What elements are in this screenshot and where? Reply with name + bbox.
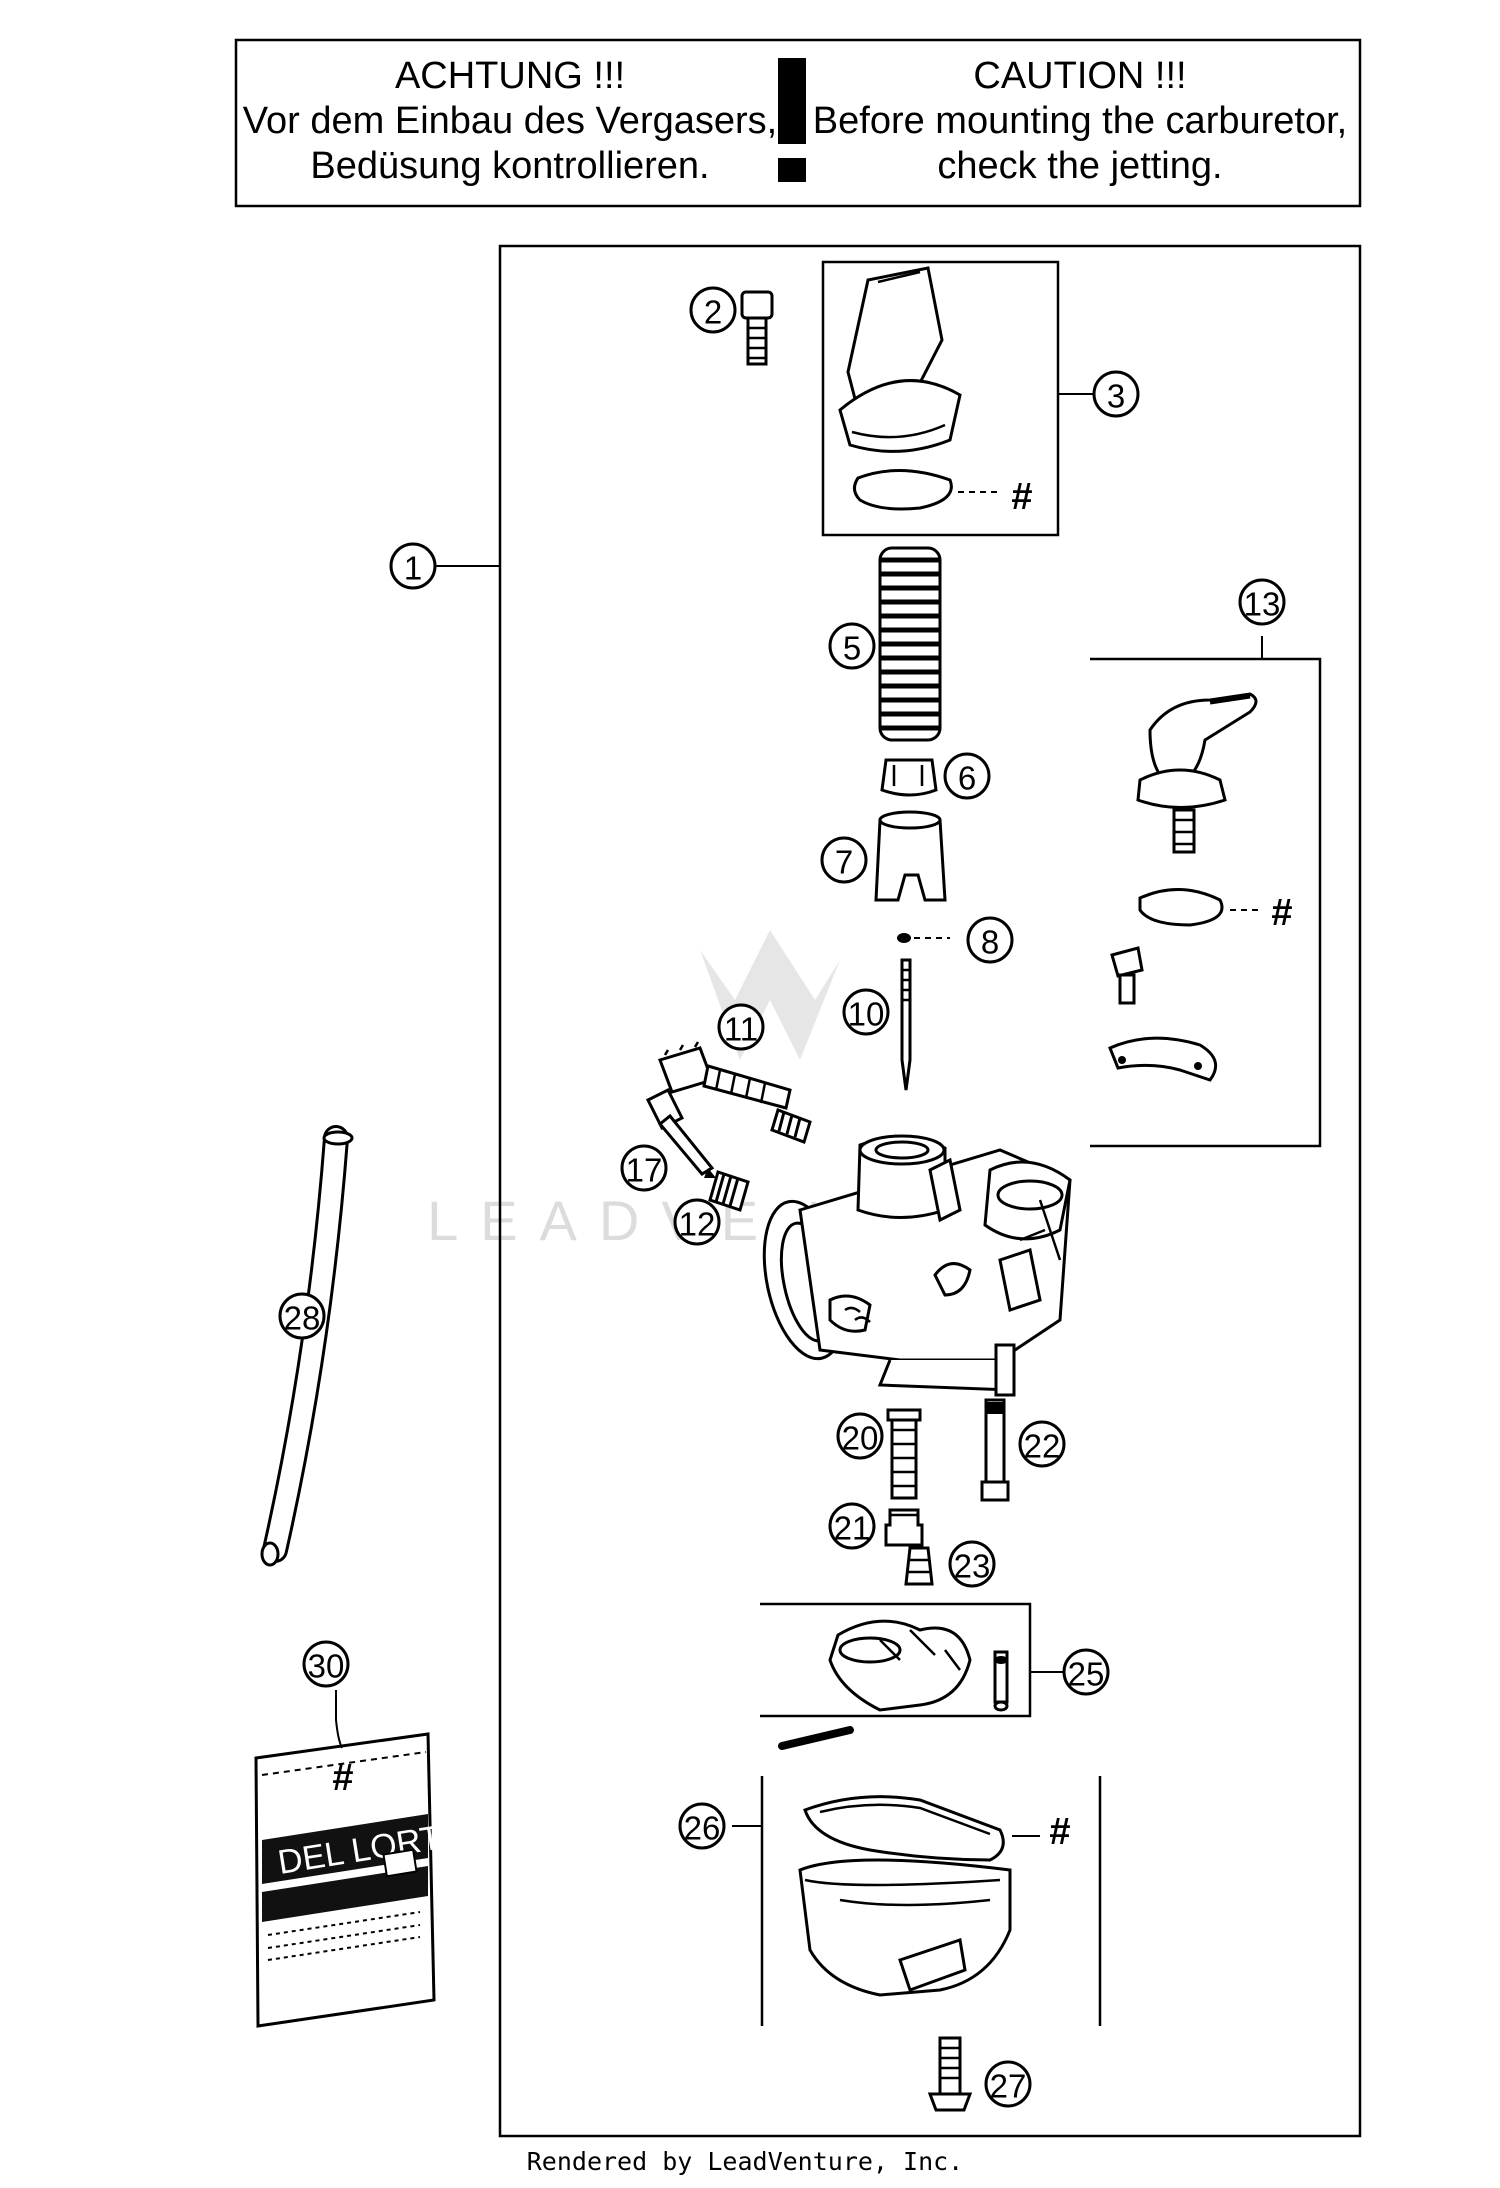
callout-28: 28 [278,1292,326,1340]
assembly-frame [498,244,1362,2138]
idle-spring [770,1108,812,1144]
svg-text:22: 22 [1024,1428,1061,1465]
screw-part-2 [740,290,774,366]
needle-part-10 [900,958,912,1091]
svg-text:10: 10 [848,996,885,1033]
warning-de-title: ACHTUNG !!! [395,55,625,97]
warning-de-line1: Vor dem Einbau des Vergasers, [243,100,777,142]
svg-text:20: 20 [842,1420,879,1457]
svg-text:11: 11 [724,1011,758,1048]
svg-text:26: 26 [684,1810,721,1847]
hash-mark: # [1011,476,1032,518]
warning-de-line2: Bedüsung kontrollieren. [310,145,709,187]
emulsion-tube-part-20 [886,1408,922,1500]
float-bowl-group: # [760,1776,1102,2026]
spring-part-12 [708,1170,750,1212]
svg-text:25: 25 [1068,1656,1105,1693]
callout-3: 3 [1092,370,1140,418]
svg-text:12: 12 [679,1206,716,1243]
svg-text:2: 2 [704,294,722,331]
callout-20: 20 [836,1412,884,1460]
svg-text:13: 13 [1244,586,1281,623]
svg-text:21: 21 [834,1510,871,1547]
svg-text:28: 28 [284,1300,321,1337]
spring-part-5 [878,546,942,742]
exclamation-icon [778,58,806,182]
float-group [760,1602,1032,1750]
callout-10: 10 [842,988,890,1036]
svg-text:5: 5 [843,630,861,667]
callout-8: 8 [966,916,1014,964]
callout-11: 11 [717,1003,765,1051]
callout-22: 22 [1018,1420,1066,1468]
bowl-screw-part-27 [927,2036,973,2112]
callout-2: 2 [689,286,737,334]
leader-lines [335,393,1263,1827]
warning-en-title: CAUTION !!! [973,55,1186,97]
svg-text:1: 1 [404,550,422,587]
callout-25: 25 [1062,1648,1110,1696]
starter-group: # [1090,657,1322,1148]
callout-12: 12 [673,1198,721,1246]
svg-text:7: 7 [835,844,853,881]
callout-17: 17 [620,1144,668,1192]
svg-text:27: 27 [990,2068,1027,2105]
callout-6: 6 [943,752,991,800]
callout-5: 5 [828,622,876,670]
callout-13: 13 [1238,578,1286,626]
callout-27: 27 [984,2060,1032,2108]
footer-credit: Rendered by LeadVenture, Inc. [527,2147,964,2176]
throttle-slide-part-7 [874,810,947,902]
svg-text:6: 6 [958,760,976,797]
retainer-part-6 [880,758,938,797]
clip-part-8 [897,933,950,943]
callout-23: 23 [948,1540,996,1588]
choke-group: # [821,260,1060,537]
main-jet-part-21 [884,1508,924,1547]
svg-text:30: 30 [308,1648,345,1685]
bag-hash-mark: # [332,1757,353,1799]
carburetor-body [762,1134,1072,1397]
svg-text:23: 23 [954,1548,991,1585]
svg-text:17: 17 [626,1152,663,1189]
callout-1: 1 [389,542,437,590]
callout-26: 26 [678,1802,726,1850]
callout-30: 30 [302,1640,350,1688]
small-jet-part-23 [904,1546,934,1586]
idle-jet-part-22 [980,1398,1010,1502]
svg-text:8: 8 [981,924,999,961]
warning-en-line1: Before mounting the carburetor, [813,100,1347,142]
svg-text:3: 3 [1107,378,1125,415]
callout-7: 7 [820,836,868,884]
warning-en-line2: check the jetting. [937,145,1222,187]
hash-mark: # [1049,1811,1070,1853]
fuel-hose-part-28 [260,1125,354,1567]
mixture-screw-part-17 [645,1087,716,1178]
idle-screw-part-11 [658,1041,792,1110]
warning-box: ACHTUNG !!! Vor dem Einbau des Vergasers… [234,38,1362,208]
jet-bag-part-30: # DEL LORTO [254,1732,469,2028]
callout-21: 21 [828,1502,876,1550]
hash-mark: # [1271,892,1292,934]
